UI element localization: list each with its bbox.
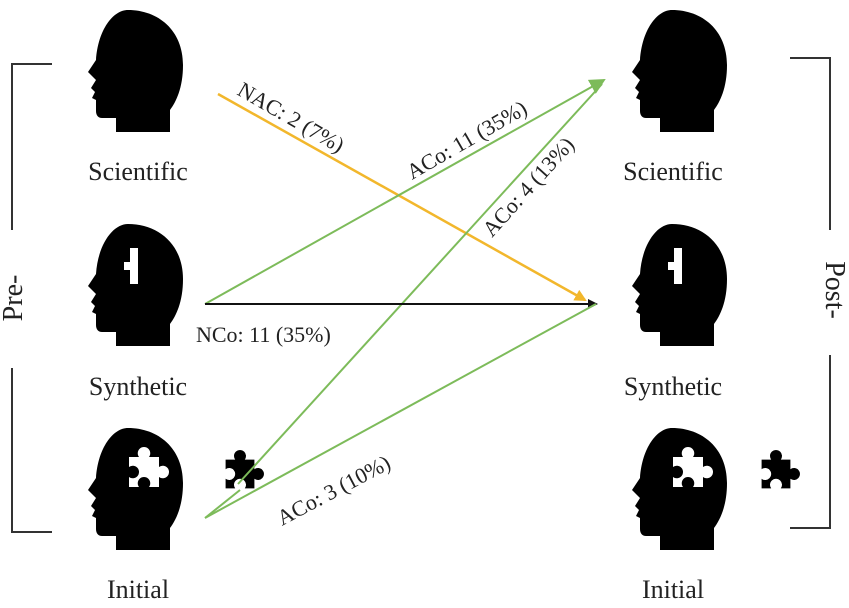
post-synthetic-head-icon [632, 224, 727, 346]
pre-synthetic-head-icon [88, 224, 183, 346]
post-synthetic-label: Synthetic [624, 372, 722, 401]
puzzle-piece-icon [668, 248, 682, 284]
pre-synthetic-label: Synthetic [89, 372, 187, 401]
pre-bracket-top [11, 63, 52, 230]
post-initial-label: Initial [642, 575, 704, 604]
edge-aco4-arrow [237, 83, 603, 485]
puzzle-piece-icon [124, 248, 138, 284]
edge-nac-label: NAC: 2 (7%) [234, 77, 349, 158]
pre-scientific-head-icon [88, 10, 183, 132]
post-bracket-top [790, 57, 831, 230]
edge-nco-label: NCo: 11 (35%) [196, 322, 331, 347]
edge-aco4-label: ACo: 4 (13%) [477, 132, 579, 241]
pre-label: Pre- [0, 275, 29, 322]
post-scientific-head-icon [632, 10, 727, 132]
edge-aco3-tail [204, 489, 241, 519]
post-scientific-label: Scientific [623, 157, 723, 186]
edge-aco3-label: ACo: 3 (10%) [273, 450, 395, 531]
pre-puzzle-piece-icon [225, 450, 264, 489]
pre-bracket-bottom [11, 368, 52, 533]
edge-nac-arrow [217, 92, 587, 302]
pre-initial-head-icon [88, 428, 183, 550]
post-initial-head-icon [632, 428, 727, 550]
post-puzzle-piece-icon [761, 450, 800, 489]
edge-aco11-label: ACo: 11 (35%) [402, 95, 531, 184]
pre-scientific-label: Scientific [88, 157, 188, 186]
post-bracket-bottom [790, 355, 831, 529]
edge-aco3-arrow [204, 303, 597, 519]
post-label: Post- [819, 261, 849, 319]
edge-aco11-arrow [204, 79, 606, 305]
pre-initial-label: Initial [107, 575, 169, 604]
